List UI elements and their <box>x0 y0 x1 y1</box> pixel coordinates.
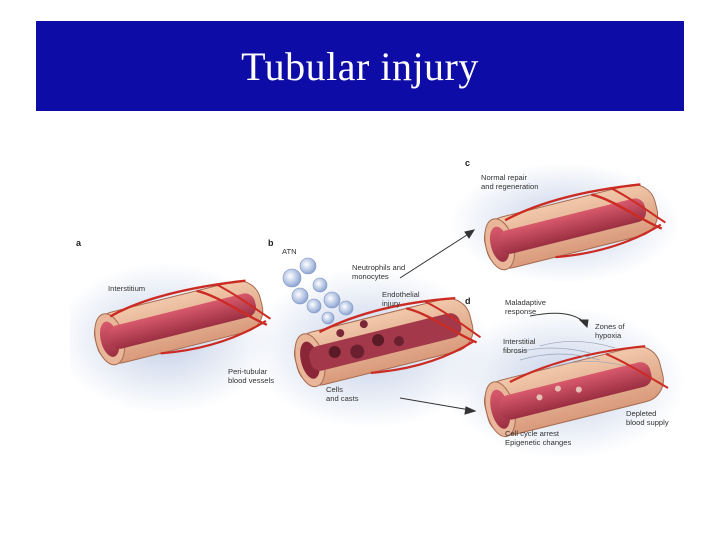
label-interstitium: Interstitium <box>108 284 146 293</box>
neutrophil-cells <box>282 257 354 325</box>
hypoxia-wisps <box>514 341 626 369</box>
label-atn: ATN <box>282 247 297 256</box>
label-interstitial-fibrosis: Interstitial fibrosis <box>503 337 536 355</box>
panel-label-b: b <box>268 238 274 248</box>
panel-label-d: d <box>465 296 471 306</box>
label-cells-casts: Cells and casts <box>326 385 359 403</box>
label-normal-repair: Normal repair and regeneration <box>481 173 539 191</box>
label-maladaptive: Maladaptive response <box>505 298 546 316</box>
tubular-injury-figure: a b c d ATN Interstitium Neutrophils and… <box>70 148 690 463</box>
slide-title: Tubular injury <box>241 43 479 89</box>
tube-c <box>484 183 666 271</box>
label-zones-hypoxia: Zones of hypoxia <box>595 322 625 340</box>
title-bar: Tubular injury <box>36 21 684 111</box>
label-peritubular: Peri-tubular blood vessels <box>228 367 275 385</box>
label-depleted-blood: Depleted blood supply <box>626 409 669 427</box>
label-endothelial-injury: Endothelial injury <box>382 290 420 308</box>
tube-d <box>484 345 669 438</box>
tube-a <box>94 279 272 366</box>
panel-label-c: c <box>465 158 471 168</box>
label-neutrophils: Neutrophils and monocytes <box>352 263 406 281</box>
figure-illustration <box>70 163 685 458</box>
panel-label-a: a <box>76 238 82 248</box>
tube-b <box>294 297 482 388</box>
arrows <box>399 229 589 415</box>
label-cell-cycle: Cell cycle arrest Epigenetic changes <box>505 429 572 447</box>
